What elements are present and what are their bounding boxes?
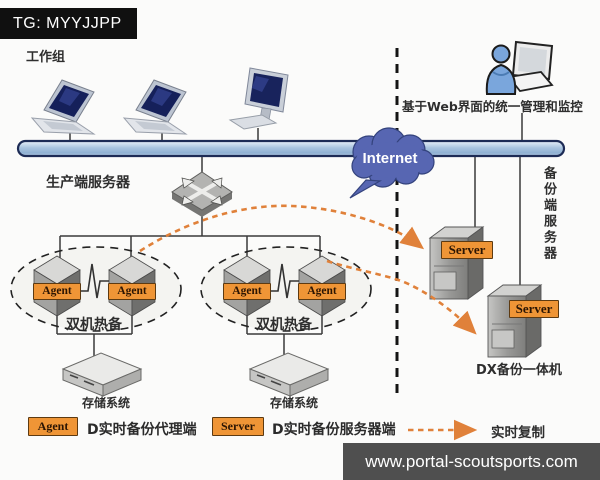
laptop-icon bbox=[30, 79, 96, 135]
ha-group-2-outline bbox=[200, 246, 372, 332]
agent-badge: Agent bbox=[223, 283, 271, 300]
replication-arrow bbox=[139, 204, 425, 253]
heartbeat-icon bbox=[80, 263, 109, 299]
production-servers-label: 生产端服务器 bbox=[46, 175, 130, 191]
agent-badge: Agent bbox=[33, 283, 81, 300]
network-bus bbox=[16, 139, 566, 158]
backup-servers-label: 备份端服务器 bbox=[541, 166, 556, 262]
heartbeat-icon bbox=[270, 263, 299, 299]
storage-icon bbox=[61, 352, 143, 397]
legend-server-chip: Server bbox=[212, 417, 264, 436]
server-badge: Server bbox=[509, 300, 559, 318]
dx-appliance-label: DX备份一体机 bbox=[476, 363, 562, 378]
legend-agent-desc: D实时备份代理端 bbox=[87, 422, 197, 438]
agent-cube-icon bbox=[223, 255, 271, 317]
agent-badge: Agent bbox=[108, 283, 156, 300]
web-management-label: 基于Web界面的统一管理和监控 bbox=[402, 99, 583, 114]
legend-agent-chip: Agent bbox=[28, 417, 78, 436]
agent-badge: Agent bbox=[298, 283, 346, 300]
admin-user-icon bbox=[485, 40, 554, 95]
server-tower-icon bbox=[486, 284, 543, 358]
laptop-icon bbox=[122, 79, 188, 135]
internet-label: Internet bbox=[362, 150, 418, 167]
telegram-watermark: TG: MYYJJPP bbox=[0, 8, 137, 39]
ha-group-1-outline bbox=[10, 246, 182, 332]
replication-arrow bbox=[326, 259, 477, 335]
desktop-icon bbox=[228, 67, 289, 130]
storage-system-label: 存储系统 bbox=[270, 396, 319, 410]
server-badge: Server bbox=[441, 241, 493, 259]
workgroup-label: 工作组 bbox=[26, 50, 66, 65]
internet-cloud bbox=[349, 127, 435, 199]
switch-icon bbox=[171, 171, 233, 217]
server-tower-icon bbox=[428, 226, 485, 300]
url-watermark: www.portal-scoutsports.com bbox=[343, 443, 600, 480]
dual-hot-standby-label: 双机热备 bbox=[256, 317, 312, 333]
legend-realtime-copy-label: 实时复制 bbox=[491, 425, 545, 441]
keyboard-icon bbox=[507, 71, 554, 92]
storage-icon bbox=[248, 352, 330, 397]
legend-server-desc: D实时备份服务器端 bbox=[272, 422, 396, 438]
dual-hot-standby-label: 双机热备 bbox=[66, 317, 122, 333]
storage-system-label: 存储系统 bbox=[82, 396, 131, 410]
replication-arrows bbox=[139, 204, 478, 441]
